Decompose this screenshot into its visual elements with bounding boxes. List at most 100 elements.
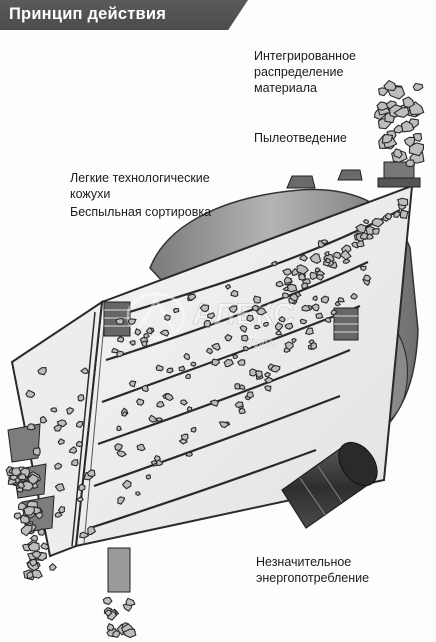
deck-stone [371,217,385,228]
screen-stone [187,293,197,301]
caption-dust: Пылеотведение [254,131,347,145]
screen-stone [264,371,271,378]
title-bar [0,0,248,30]
screen-stone [234,383,241,390]
feed-stone [383,79,397,92]
screen-stone [284,322,294,330]
screen-stone [305,327,314,335]
feed-stone [386,130,397,140]
front-panel-edge [71,311,96,547]
panel-stone [39,415,48,424]
screen-stone [312,295,318,302]
deck-stone [393,210,401,218]
deck-stone [253,295,261,304]
screen-stone [180,433,189,442]
screen-stone [183,352,191,361]
panel-stone [87,525,97,536]
panel-stone [25,389,36,398]
discharge-pipe [281,441,378,529]
screen-stone [135,398,145,406]
deck-stone [333,251,342,260]
screen-stone [121,411,128,417]
caption-casings-line-1: Легкие технологические [70,171,210,185]
screen-stone [117,336,125,343]
output-stone [28,558,38,567]
output-stone [48,562,57,571]
screen-stone [315,312,324,319]
screen-stone [223,359,235,368]
screen-stone [128,340,136,346]
screen-stone [246,314,255,323]
panel-stone [75,440,84,448]
deck-stone [309,253,322,265]
screen-stone [135,491,141,497]
output-stone [20,524,33,537]
screen-stone [236,359,246,366]
feed-stone [402,96,416,108]
screen-stone [156,401,165,408]
caption-distribution-line-1: Интегрированное [254,49,356,63]
screen-stone [116,425,122,432]
panel-stone [53,424,62,432]
screen-stone [145,327,153,335]
caption-distribution: Интегрированное распределение материала [254,48,356,96]
deck-stone [340,244,352,253]
panel-stone [57,438,65,446]
screen-stone [362,274,372,282]
screen-stone [164,392,174,402]
screen-stone [180,399,188,406]
screen-stone [263,376,274,384]
screen-stone [190,361,197,367]
stones [5,79,425,639]
outlet-bottom [107,547,131,593]
deck-stone [397,197,409,207]
screen-stone [199,304,210,313]
feed-stone [412,82,424,91]
screen-stone [136,443,146,452]
feed-stone [400,120,415,133]
screen-stone [128,380,137,388]
screen-stone [186,406,193,412]
screen-stone [239,325,248,333]
feed-stone [405,159,416,168]
deck-stone [359,231,369,241]
screen-stone [228,305,238,314]
screen-stone [140,340,148,348]
screen-stone [350,292,358,300]
deck-stone [286,283,298,293]
screen-stone [209,399,219,407]
screen-stone [300,282,309,289]
screen-stone [190,426,197,433]
panel-stone [37,367,47,376]
caption-energy-line-2: энергопотребление [256,571,370,585]
screen-stone [316,274,325,281]
outlet-1 [7,423,41,463]
output-stone [17,473,27,481]
screen-stone [278,315,286,323]
screen-stone [301,304,312,312]
screen-stone [284,341,294,351]
screen-stone [282,286,289,292]
screen-stone [310,341,318,350]
deck-stone [251,304,259,312]
caption-casings: Легкие технологические кожухи [70,170,210,202]
screen-stone [254,324,261,330]
front-panel-edge-2 [83,301,107,545]
panel-stone [80,367,89,375]
screen-stone [185,451,193,457]
screen-stone [282,268,293,276]
output-stone [106,622,115,632]
feed-stone [408,142,425,157]
screen-stone [122,479,132,490]
deck-stone [399,209,409,219]
screen-stone [299,254,309,262]
output-stone [13,512,23,520]
output-stone [37,528,46,536]
screen-stone [356,240,365,248]
screen-stone [218,421,230,429]
feed-stone [393,148,403,159]
deck-4 [97,348,351,446]
screen-stone [127,318,137,325]
screen-stone [134,328,142,336]
screen-stone [234,401,244,408]
